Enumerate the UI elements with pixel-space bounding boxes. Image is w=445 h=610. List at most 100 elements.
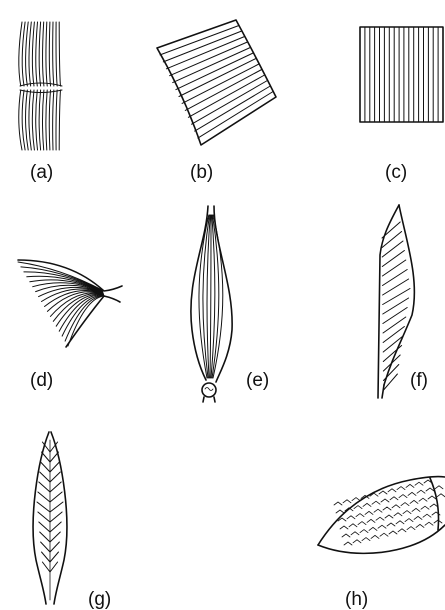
panel-f-fibre (383, 270, 408, 286)
label-b: (b) (190, 162, 213, 183)
label-g: (g) (88, 589, 111, 610)
panel-h-fibre (344, 542, 352, 545)
panel-h-fibre (414, 516, 422, 519)
panel-a-fibre-lower (22, 90, 25, 150)
panel-f-fibre (383, 279, 409, 295)
panel-h-fibre (334, 502, 342, 505)
label-h: (h) (345, 589, 368, 610)
panel-g-fibre-right (50, 462, 59, 472)
panel-h-fibre (349, 524, 357, 527)
panel-f-fibre (383, 289, 410, 305)
panel-h-fibre (381, 499, 389, 502)
panel-h-fibre (347, 516, 355, 519)
panel-b-muscle: (b) (157, 20, 276, 183)
panel-h-fibre (379, 491, 387, 494)
panel-g-fibre-left (41, 542, 50, 552)
panel-a-muscle: (a) (19, 22, 62, 183)
panel-h-fibre (425, 522, 433, 525)
panel-h-fibre (435, 486, 443, 489)
label-e: (e) (246, 370, 269, 391)
panel-c-muscle: (c) (360, 27, 443, 183)
panel-a-fibre-lower (49, 90, 50, 150)
panel-g-fibre-right (50, 552, 59, 562)
panel-h-fibre (363, 503, 371, 506)
panel-h-fibre (385, 515, 393, 518)
panel-h-fibre (369, 527, 377, 530)
panel-h-fibre (423, 514, 431, 517)
panel-a-fibre-lower (32, 90, 34, 150)
panel-b-fibre (182, 64, 259, 103)
panel-h-fibre (417, 490, 425, 493)
panel-g-fibre-right (50, 482, 61, 492)
panel-a-fibre-upper (36, 22, 38, 86)
panel-f-fibre (383, 317, 406, 333)
panel-a-fibre-upper (32, 22, 34, 86)
panel-h-fibre (371, 535, 379, 538)
panel-g-fibre-right (50, 562, 58, 572)
panel-h-fibre (399, 495, 407, 498)
panel-a-fibre-upper (19, 22, 22, 86)
panel-f-fibre (383, 298, 409, 314)
panel-a-fibre-lower (29, 90, 31, 150)
panel-h-fibre (383, 507, 391, 510)
panel-g-fibre-right (50, 452, 59, 462)
panel-a-fibre-upper (59, 22, 60, 86)
panel-g-muscle: (g) (33, 432, 111, 610)
panel-a-fibre-lower (36, 90, 38, 150)
panel-a-fibre-lower (42, 90, 43, 150)
panel-c-outline (360, 27, 443, 122)
panel-h-muscle: (h) (318, 477, 445, 610)
panel-g-fibre-right (50, 492, 62, 502)
panel-g-fibre-left (38, 512, 50, 522)
panel-g-fibre-left (42, 552, 51, 562)
panel-h-fibre (408, 492, 416, 495)
panel-h-fibre (421, 506, 429, 509)
panel-h-fibre (365, 511, 373, 514)
panel-g-fibre-right (50, 542, 59, 552)
panel-h-fibre (343, 500, 351, 503)
panel-h-fibre (342, 534, 350, 537)
panel-h-fibre (407, 527, 415, 530)
panel-f-fibre (382, 260, 405, 276)
panel-h-fibre (352, 498, 360, 501)
panel-e-fibre (210, 215, 211, 378)
panel-g-fibre-left (39, 522, 50, 532)
panel-h-fibre (419, 498, 427, 501)
panel-a-fibre-lower (46, 90, 47, 150)
panel-h-fibre (412, 508, 420, 511)
panel-g-fibre-right (50, 502, 63, 512)
panel-h-fibre (378, 525, 386, 528)
panel-g-fibre-right (50, 472, 60, 482)
panel-g-fibre-right (50, 522, 61, 532)
panel-h-fibre (360, 530, 368, 533)
panel-d-muscle: (d) (18, 260, 122, 391)
panel-f-fibre (383, 308, 407, 324)
panel-h-fibre (398, 529, 406, 532)
panel-h-bottom-edge (318, 525, 445, 553)
label-c: (c) (385, 162, 407, 183)
panel-a-fibre-upper (42, 22, 43, 86)
panel-f-fibre (382, 241, 403, 257)
panel-g-fibre-left (37, 502, 50, 512)
panel-h-fibre (354, 506, 362, 509)
panel-h-fibre (353, 540, 361, 543)
panel-f-muscle: (f) (378, 205, 428, 398)
panel-h-fibre (336, 510, 344, 513)
panel-g-fibre-left (38, 492, 50, 502)
label-a: (a) (30, 162, 53, 183)
panel-a-fibre-upper (26, 22, 29, 86)
panel-h-fibre (374, 509, 382, 512)
panel-h-fibre (410, 500, 418, 503)
panel-e-muscle: (e) (191, 206, 269, 402)
panel-g-fibre-left (40, 532, 50, 542)
panel-h-fibre (380, 533, 388, 536)
panel-f-fibre (382, 222, 400, 238)
panel-h-fibre (356, 514, 364, 517)
panel-h-fibre (340, 526, 348, 529)
panel-a-fibre-lower (26, 90, 29, 150)
panel-a-fibre-lower (19, 90, 22, 150)
panel-h-fibre (376, 517, 384, 520)
panel-h-fibre (401, 503, 409, 506)
